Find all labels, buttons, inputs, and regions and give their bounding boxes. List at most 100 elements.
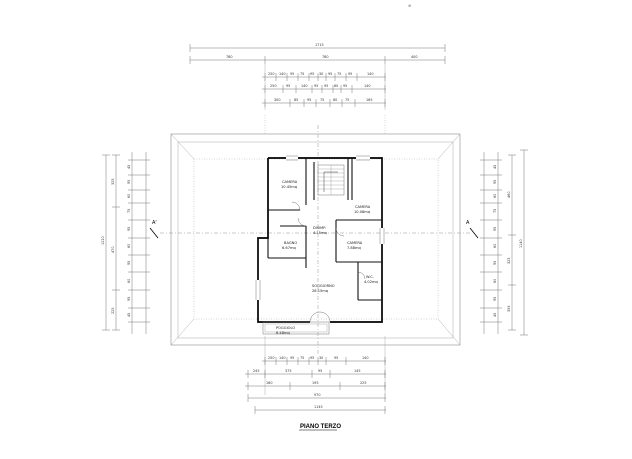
left-detail-dim-2: 95 — [127, 180, 131, 184]
top-row3-dim-7: 165 — [366, 98, 372, 102]
bottom-row1-dim-1: 250 — [268, 356, 274, 360]
building-walls — [257, 157, 383, 323]
bottom-row1-dim-3: 95 — [290, 356, 294, 360]
room-labels: CAMERA 10.45mq CAMERA 10.08mq BAGNO 6.67… — [276, 180, 378, 335]
room-name-bagno: BAGNO — [284, 241, 297, 245]
right-overall-dim: 1140 — [519, 239, 523, 248]
room-area-camera-2: 10.08mq — [354, 210, 370, 214]
left-detail-dim-1: 45 — [127, 165, 131, 169]
bottom-row1-dim-7: 95 — [334, 356, 338, 360]
door-swings — [291, 201, 366, 323]
bottom-row1-dim-4: 75 — [300, 356, 304, 360]
top-row2-dim-7: 95 — [343, 84, 347, 88]
top-overall-dim: 1715 — [315, 43, 324, 47]
top-row2-dim-3: 140 — [301, 84, 307, 88]
top-row1-dim-1: 250 — [268, 72, 274, 76]
bottom-row2-dim-4: 145 — [354, 369, 360, 373]
top-row3-dim-5: 80 — [333, 98, 337, 102]
bottom-row1-dim-5: 95 — [310, 356, 314, 360]
corner-mark: ⊕ — [408, 3, 411, 8]
section-marker-left: A' — [152, 220, 157, 226]
right-detail-dim-5: 95 — [493, 227, 497, 231]
left-detail-dim-6: 60 — [127, 244, 131, 248]
top-row3-dim-4: 75 — [320, 98, 324, 102]
room-area-disimpegno: 4.15mq — [313, 231, 327, 235]
bottom-dimension-chains: 250 140 95 75 95 30 95 140 245 375 95 14… — [245, 336, 386, 414]
section-line: A' A — [149, 125, 479, 355]
top-row2-dim-5: 95 — [324, 84, 328, 88]
top-row1-dim-9: 95 — [348, 72, 352, 76]
right-detail-dim-10: 45 — [493, 313, 497, 317]
roof-outline — [170, 115, 461, 346]
bottom-row1-dim-6: 30 — [319, 356, 323, 360]
top-row2-dim-1: 250 — [270, 84, 276, 88]
right-detail-dim-6: 60 — [493, 244, 497, 248]
staircase — [317, 164, 345, 196]
right-part-dim-3: 355 — [507, 306, 511, 312]
left-detail-dim-7: 95 — [127, 261, 131, 265]
top-row1-dim-8: 75 — [337, 72, 341, 76]
bottom-row2-dim-1: 245 — [253, 369, 259, 373]
room-area-camera-1: 10.45mq — [281, 185, 297, 189]
room-name-camera-3: CAMERA — [347, 241, 363, 245]
room-area-camera-3: 7.88mq — [347, 246, 361, 250]
right-detail-dim-9: 95 — [493, 297, 497, 301]
top-row1-dim-4: 75 — [300, 72, 304, 76]
room-area-bagno: 6.67mq — [282, 246, 296, 250]
room-name-disimpegno: DISIMP. — [313, 226, 326, 230]
bottom-overall-dim: 970 — [314, 393, 320, 397]
top-row1-dim-6: 30 — [319, 72, 323, 76]
top-row2-dim-8: 140 — [364, 84, 370, 88]
top-row1-dim-2: 140 — [279, 72, 285, 76]
room-area-soggiorno: 28.15mq — [312, 289, 328, 293]
bottom-row3-dim-3: 225 — [360, 381, 366, 385]
room-name-camera-1: CAMERA — [282, 180, 298, 184]
top-row3-dim-1: 300 — [274, 98, 280, 102]
bottom-row2-dim-3: 95 — [318, 369, 322, 373]
left-part-dim-1: 325 — [111, 179, 115, 185]
right-part-dim-1: 460 — [507, 192, 511, 198]
top-row2-dim-2: 95 — [286, 84, 290, 88]
top-part-dim-3: 400 — [411, 55, 417, 59]
top-row3-dim-6: 75 — [345, 98, 349, 102]
room-name-wc: W.C. — [366, 275, 374, 279]
left-overall-dim: 1020 — [101, 236, 105, 245]
left-detail-dim-9: 95 — [127, 297, 131, 301]
top-row1-dim-10: 140 — [367, 72, 373, 76]
room-name-poggiolo: POGGIOLO — [276, 326, 295, 330]
top-row2-dim-4: 95 — [314, 84, 318, 88]
top-dimension-chains: 1715 780 780 400 250 140 95 75 95 30 95 … — [189, 43, 446, 110]
room-name-camera-2: CAMERA — [355, 205, 371, 209]
right-detail-dim-7: 95 — [493, 261, 497, 265]
right-dimension-chains: 45 95 60 75 95 60 95 60 95 45 460 325 35… — [480, 149, 528, 336]
top-row1-dim-5: 95 — [310, 72, 314, 76]
right-detail-dim-3: 60 — [493, 194, 497, 198]
drawing-title: PIANO TERZO — [300, 424, 341, 430]
bottom-row3-dim-2: 195 — [312, 381, 318, 385]
bottom-row3-dim-1: 160 — [266, 381, 272, 385]
left-detail-dim-10: 45 — [127, 313, 131, 317]
left-dimension-chains: 1020 325 470 225 45 95 60 75 95 60 95 60… — [101, 152, 150, 334]
balcony — [262, 321, 330, 335]
top-part-dim-2: 780 — [322, 55, 328, 59]
window-marks — [255, 155, 385, 300]
room-area-poggiolo: 6.48mq — [276, 331, 290, 335]
bottom-final-dim: 1145 — [314, 405, 323, 409]
drawing-title-block: PIANO TERZO — [299, 424, 341, 431]
bottom-row1-dim-2: 140 — [279, 356, 285, 360]
right-detail-dim-4: 75 — [493, 209, 497, 213]
left-detail-dim-8: 60 — [127, 279, 131, 283]
top-row1-dim-3: 95 — [290, 72, 294, 76]
left-detail-dim-5: 95 — [127, 227, 131, 231]
top-row1-dim-7: 95 — [328, 72, 332, 76]
top-row3-dim-3: 95 — [307, 98, 311, 102]
room-name-soggiorno: SOGGIORNO — [312, 284, 335, 288]
top-part-dim-1: 780 — [226, 55, 232, 59]
section-marker-right: A — [466, 220, 470, 226]
bottom-row2-dim-2: 375 — [285, 369, 291, 373]
room-area-wc: 4.02mq — [364, 280, 378, 284]
left-detail-dim-4: 75 — [127, 209, 131, 213]
left-part-dim-3: 225 — [111, 308, 115, 314]
left-part-dim-2: 470 — [111, 247, 115, 253]
